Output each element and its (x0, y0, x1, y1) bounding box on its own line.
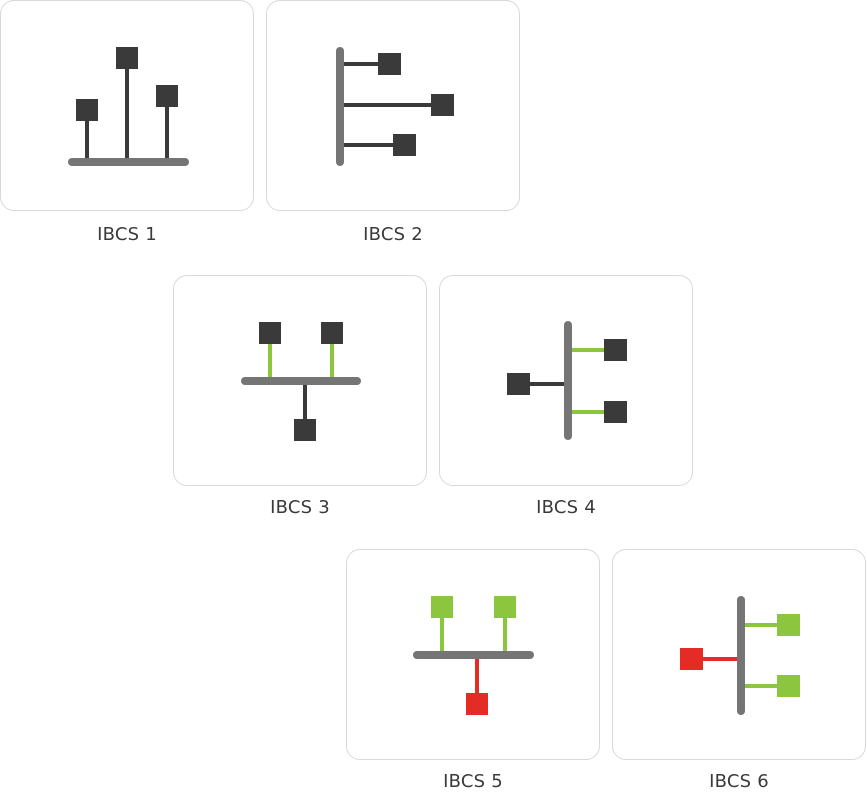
option-ibcs-3[interactable] (173, 275, 427, 486)
option-label-ibcs-2: IBCS 2 (363, 224, 423, 245)
vertical-variance-chart-colored-icon (413, 596, 534, 715)
option-ibcs-2[interactable] (266, 0, 520, 211)
option-ibcs-4[interactable] (439, 275, 693, 486)
option-label-ibcs-1: IBCS 1 (97, 224, 157, 245)
vertical-variance-chart-icon (241, 322, 361, 441)
option-ibcs-5[interactable] (346, 549, 600, 760)
option-label-ibcs-3: IBCS 3 (270, 497, 330, 518)
horizontal-variance-chart-colored-icon (680, 596, 800, 715)
option-ibcs-1[interactable] (0, 0, 254, 211)
option-label-ibcs-5: IBCS 5 (443, 771, 503, 792)
vertical-lollipop-chart-icon (68, 47, 189, 166)
horizontal-lollipop-chart-icon (336, 47, 454, 166)
option-ibcs-6[interactable] (612, 549, 866, 760)
option-label-ibcs-6: IBCS 6 (709, 771, 769, 792)
horizontal-variance-chart-icon (507, 321, 627, 440)
option-label-ibcs-4: IBCS 4 (536, 497, 596, 518)
